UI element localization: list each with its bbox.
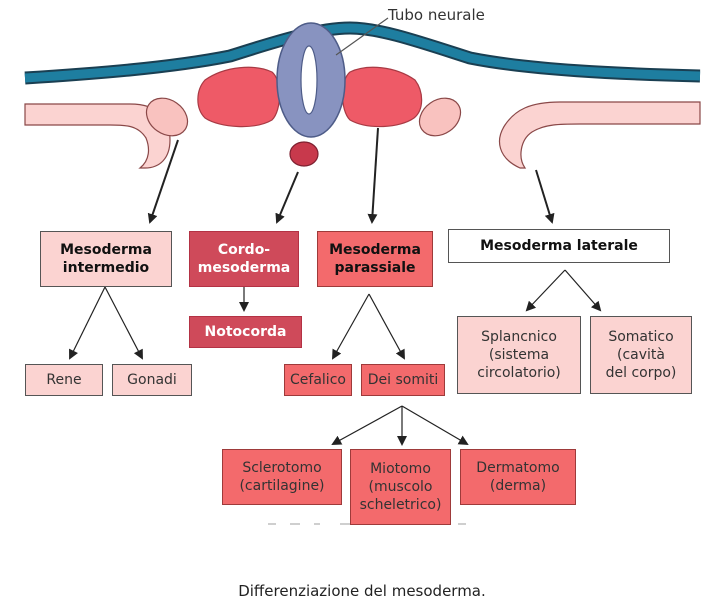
left-intermediate-mesoderm: [145, 97, 189, 137]
cefalico-box: Cefalico: [284, 364, 352, 396]
splancnico-box: Splancnico (sistema circolatorio): [457, 316, 581, 394]
arrow-cefalico: [332, 293, 370, 360]
notochord: [289, 141, 319, 167]
tube-label-leader: [335, 17, 389, 56]
arrow-somatico: [564, 269, 602, 312]
right-intermediate-mesoderm: [418, 97, 462, 137]
arrow-rene: [69, 286, 106, 360]
right-lateral-mesoderm: [498, 101, 701, 169]
notocorda-box: Notocorda: [189, 316, 302, 348]
somatico-box: Somatico (cavità del corpo): [590, 316, 692, 394]
dermatomo-box: Dermatomo (derma): [460, 449, 576, 505]
figure-caption: Differenziazione del mesoderma.: [238, 582, 486, 600]
tube-label: Tubo neurale: [388, 6, 485, 24]
arrow-gonadi: [104, 286, 143, 360]
mesoderma-laterale-box: Mesoderma laterale: [448, 229, 670, 263]
rene-box: Rene: [25, 364, 103, 396]
arrow-cordo: [275, 171, 299, 224]
arrow-splancnico: [525, 269, 566, 312]
arrow-parassiale: [367, 127, 379, 224]
cordo-mesoderma-box: Cordo- mesoderma: [189, 231, 299, 287]
dei-somiti-box: Dei somiti: [361, 364, 445, 396]
mesoderma-intermedio-box: Mesoderma intermedio: [40, 231, 172, 287]
neural-canal: [300, 45, 318, 115]
right-somite: [341, 66, 423, 128]
arrow-dermatomo: [401, 405, 469, 446]
arrow-intermedio: [147, 139, 179, 224]
mesoderma-parassiale-box: Mesoderma parassiale: [317, 231, 433, 287]
arrow-dei-somiti: [368, 293, 405, 360]
left-somite: [197, 66, 281, 128]
arrow-laterale: [535, 169, 555, 224]
miotomo-box: Miotomo (muscolo scheletrico): [350, 449, 451, 525]
gonadi-box: Gonadi: [112, 364, 192, 396]
arrow-sclerotomo: [331, 405, 403, 445]
sclerotomo-box: Sclerotomo (cartilagine): [222, 449, 342, 505]
